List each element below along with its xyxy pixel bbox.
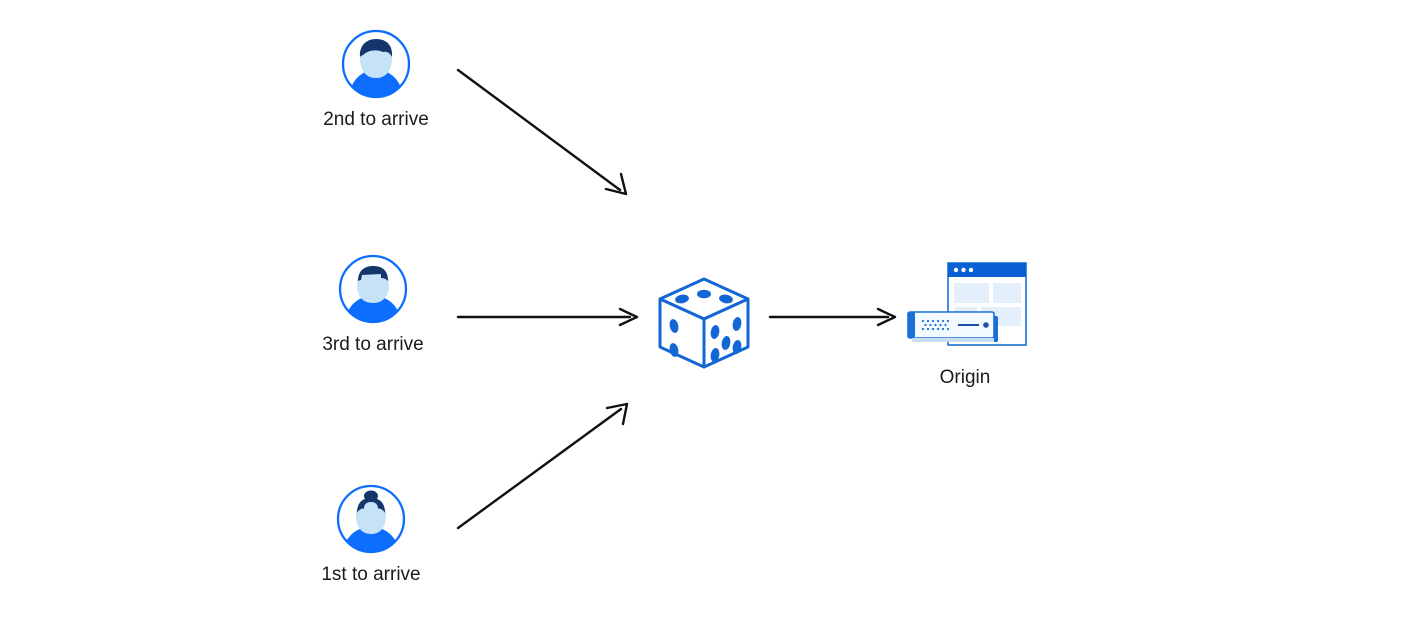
dice-icon <box>649 268 759 383</box>
user-avatar-icon <box>337 253 409 325</box>
arrow-client2-to-randomizer <box>456 68 628 196</box>
node-label: 2nd to arrive <box>323 109 429 130</box>
node-randomizer[interactable] <box>649 268 759 383</box>
origin-server-icon <box>900 258 1030 358</box>
node-origin[interactable]: Origin <box>875 258 1055 389</box>
node-label: 3rd to arrive <box>322 334 424 355</box>
user-avatar-icon <box>335 483 407 555</box>
node-client-1st[interactable]: 1st to arrive <box>291 483 451 586</box>
node-label: 1st to arrive <box>321 564 421 585</box>
arrow-client3-to-randomizer <box>456 307 639 327</box>
node-client-3rd[interactable]: 3rd to arrive <box>293 253 453 356</box>
node-client-2nd[interactable]: 2nd to arrive <box>296 28 456 131</box>
node-label: Origin <box>939 367 991 388</box>
arrow-client1-to-randomizer <box>456 402 629 530</box>
user-avatar-icon <box>340 28 412 100</box>
